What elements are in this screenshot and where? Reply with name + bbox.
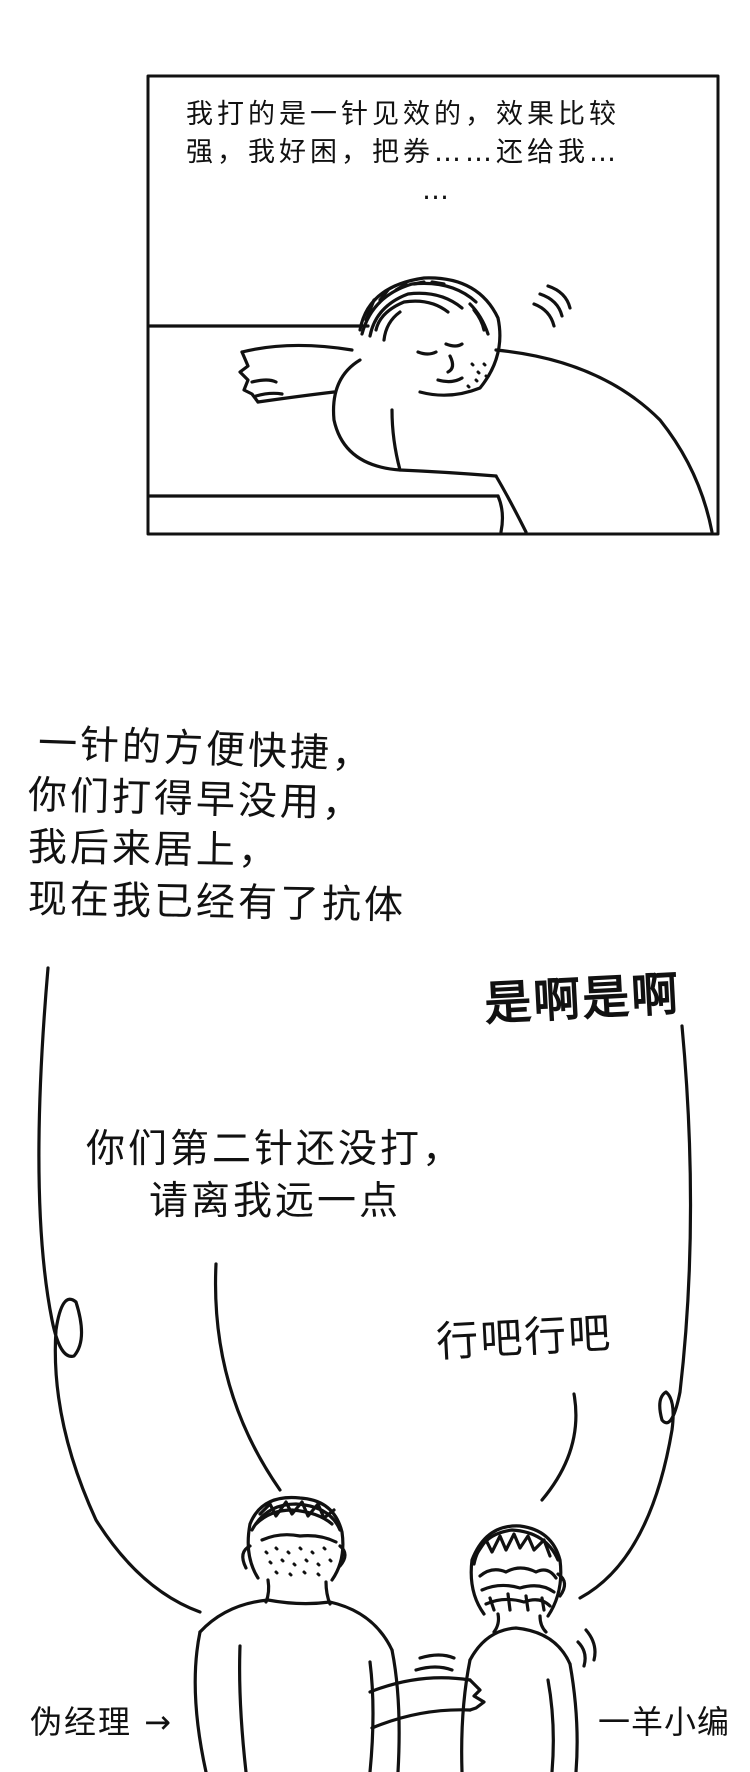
- panel-1-frame: [146, 74, 720, 536]
- arm-over-shoulder: [368, 1653, 486, 1730]
- desk: [148, 324, 505, 534]
- speech-bold-yes: 是啊是啊: [482, 966, 682, 1033]
- speech-line: 我后来居上，: [27, 825, 281, 875]
- caption-line: 我打的是一针见效的，效果比较: [186, 99, 620, 130]
- speech-fake-manager: 一针的方便快捷， 你们打得早没用， 我后来居上， 现在我已经有了抗体: [27, 718, 406, 928]
- speech-line: 现在我已经有了抗体: [27, 877, 407, 929]
- speech-fine: 行吧行吧: [434, 1308, 614, 1367]
- caption-line: …: [422, 175, 453, 206]
- editor-figure: [460, 1524, 597, 1772]
- speech-line: 请离我远一点: [148, 1179, 401, 1224]
- fake-manager-figure: [193, 1495, 401, 1772]
- speech-tails: [37, 966, 693, 1614]
- label-editor: 一羊小编: [598, 1703, 731, 1741]
- speech-line: 你们第二针还没打，: [85, 1127, 464, 1172]
- label-fake-manager: 伪经理 →: [30, 1703, 173, 1741]
- sleeping-person-illustration: [238, 276, 714, 534]
- caption-line: 强，我好困，把券……还给我…: [186, 137, 620, 168]
- speech-center: 你们第二针还没打， 请离我远一点: [40, 1124, 510, 1228]
- panel-1-caption: 我打的是一针见效的，效果比较 强，我好困，把券……还给我… …: [186, 96, 696, 210]
